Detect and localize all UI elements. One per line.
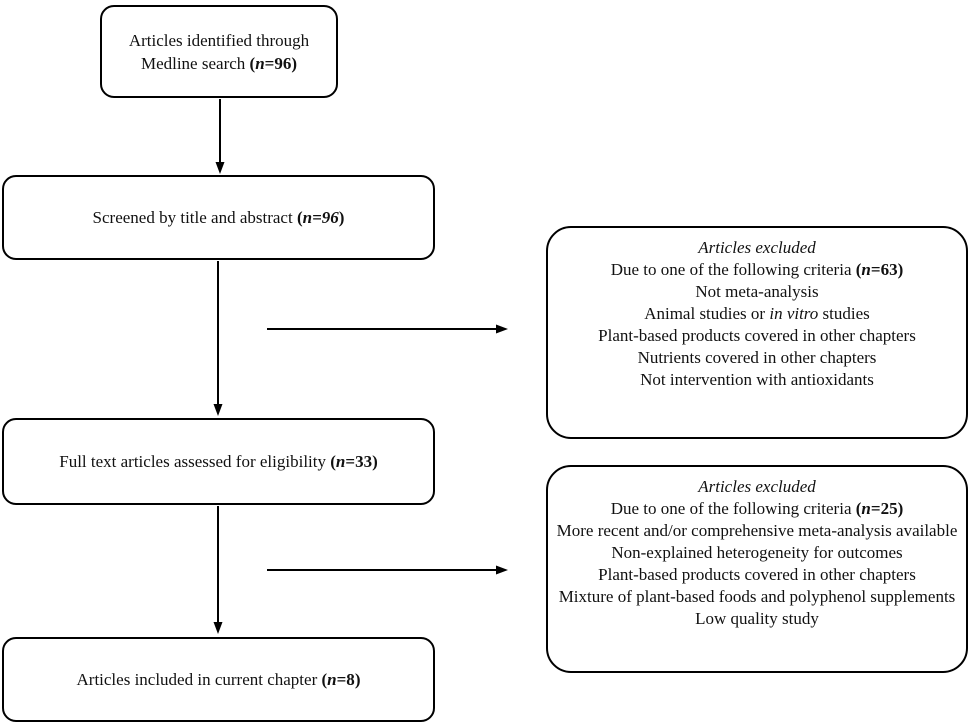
text-run: n <box>327 670 337 689</box>
text-run: More recent and/or comprehensive meta-an… <box>556 521 958 540</box>
text-run: Due to one of the following criteria <box>610 499 856 518</box>
text-run: ( <box>855 260 862 279</box>
exclusion-item: Due to one of the following criteria (n=… <box>556 259 958 281</box>
text-run: Plant-based products covered in other ch… <box>598 326 916 345</box>
exclusion-box-fulltext: Articles excluded Due to one of the foll… <box>546 465 968 673</box>
text-run: n <box>861 499 871 518</box>
text-run: Articles included in current chapter <box>76 670 322 689</box>
exclusion-box-fulltext-items: Due to one of the following criteria (n=… <box>556 498 958 630</box>
text-run: Nutrients covered in other chapters <box>637 348 877 367</box>
exclusion-box-fulltext-title: Articles excluded <box>556 476 958 498</box>
exclusion-box-screening-items: Due to one of the following criteria (n=… <box>556 259 958 391</box>
exclusion-item: Not intervention with antioxidants <box>556 369 958 391</box>
flow-box-included-label: Articles included in current chapter (n=… <box>77 668 361 691</box>
text-run: ) <box>338 208 345 227</box>
text-run: ) <box>354 670 361 689</box>
text-run: =33 <box>345 452 373 471</box>
exclusion-item: Nutrients covered in other chapters <box>556 347 958 369</box>
text-run: =96 <box>264 53 292 73</box>
exclusion-box-screening: Articles excluded Due to one of the foll… <box>546 226 968 439</box>
exclusion-item: Non-explained heterogeneity for outcomes <box>556 542 958 564</box>
text-run: Plant-based products covered in other ch… <box>598 565 916 584</box>
text-run: =63 <box>870 260 898 279</box>
text-run: ( <box>296 208 303 227</box>
exclusion-item: Low quality study <box>556 608 958 630</box>
text-run: ) <box>897 260 904 279</box>
text-run: Low quality study <box>695 609 819 628</box>
text-run: Not intervention with antioxidants <box>640 370 874 389</box>
text-run: Mixture of plant-based foods and polyphe… <box>558 587 956 606</box>
text-run: Articles excluded <box>698 238 816 257</box>
text-run: n <box>255 53 265 73</box>
exclusion-item: Plant-based products covered in other ch… <box>556 564 958 586</box>
text-run: Articles identified through Medline sear… <box>128 30 310 73</box>
exclusion-box-screening-title: Articles excluded <box>556 237 958 259</box>
flow-box-identified-label: Articles identified through Medline sear… <box>112 29 326 75</box>
text-run: ) <box>372 452 378 471</box>
exclusion-item: Plant-based products covered in other ch… <box>556 325 958 347</box>
text-run: Screened by title and abstract <box>92 208 297 227</box>
text-run: =8 <box>336 670 355 689</box>
text-run: Articles excluded <box>698 477 816 496</box>
flow-box-screened: Screened by title and abstract (n=96) <box>2 175 435 260</box>
text-run: in vitro <box>769 304 819 323</box>
flow-box-included: Articles included in current chapter (n=… <box>2 637 435 722</box>
flow-box-screened-label: Screened by title and abstract (n=96) <box>93 206 345 229</box>
text-run: ( <box>321 670 328 689</box>
text-run: ( <box>330 452 336 471</box>
flow-box-identified: Articles identified through Medline sear… <box>100 5 338 98</box>
exclusion-item: Animal studies or in vitro studies <box>556 303 958 325</box>
text-run: Animal studies or <box>644 304 770 323</box>
text-run: n <box>861 260 871 279</box>
text-run: ) <box>291 53 298 73</box>
flow-box-fulltext: Full text articles assessed for eligibil… <box>2 418 435 505</box>
text-run: studies <box>818 304 870 323</box>
text-run: Due to one of the following criteria <box>610 260 856 279</box>
text-run: ( <box>855 499 862 518</box>
exclusion-item: Not meta-analysis <box>556 281 958 303</box>
exclusion-item: Due to one of the following criteria (n=… <box>556 498 958 520</box>
text-run: Full text articles assessed for eligibil… <box>59 452 331 471</box>
text-run: Not meta-analysis <box>695 282 819 301</box>
text-run: ( <box>249 53 256 73</box>
flow-box-fulltext-label: Full text articles assessed for eligibil… <box>59 450 378 473</box>
text-run: Non-explained heterogeneity for outcomes <box>611 543 903 562</box>
exclusion-item: More recent and/or comprehensive meta-an… <box>556 520 958 542</box>
exclusion-item: Mixture of plant-based foods and polyphe… <box>556 586 958 608</box>
text-run: n <box>335 452 346 471</box>
text-run: ) <box>897 499 904 518</box>
text-run: =25 <box>870 499 898 518</box>
text-run: n=96 <box>302 208 339 227</box>
